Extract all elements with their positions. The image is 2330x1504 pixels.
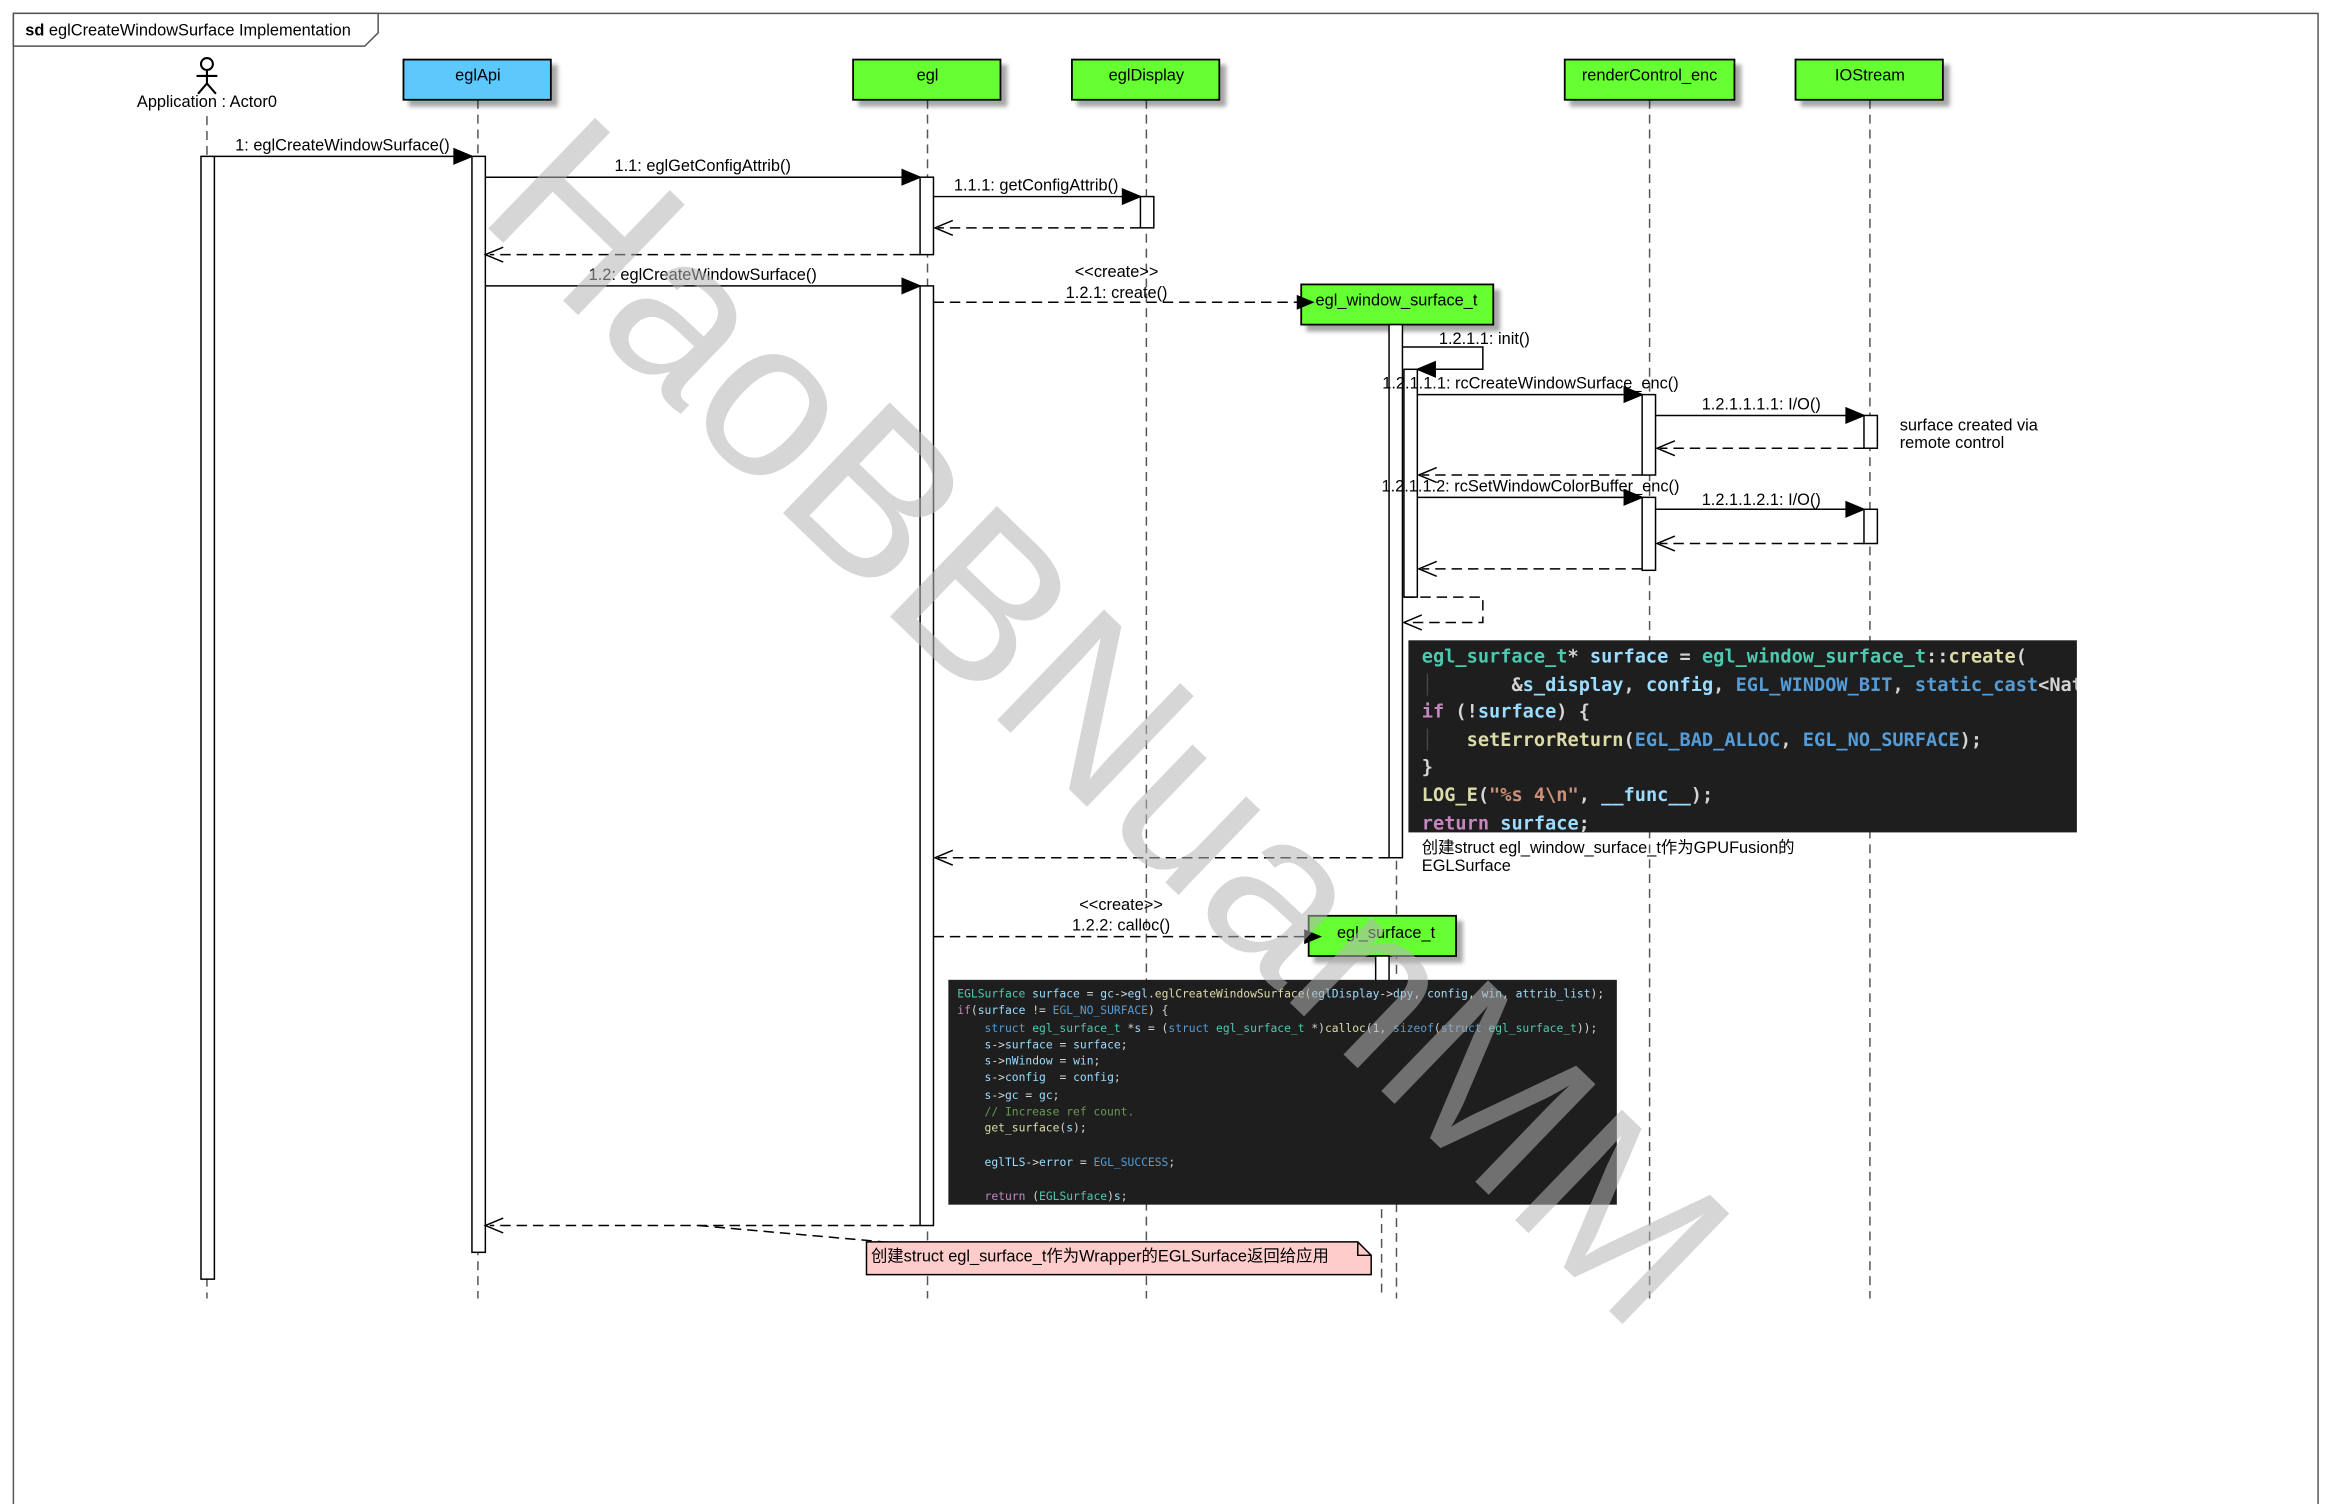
participant-eglApi-label: eglApi: [455, 66, 500, 84]
wrapper-note-text: 创建struct egl_surface_t作为Wrapper的EGLSurfa…: [871, 1246, 1329, 1265]
code2-line-12: [957, 1171, 1617, 1188]
participant-egl-label: egl: [917, 66, 939, 84]
code-wrapper-surface: EGLSurface surface = gc->egl.eglCreateWi…: [948, 979, 1617, 1205]
wrapper-note: [865, 1241, 1372, 1276]
activation-IOStream-2: [1863, 508, 1879, 545]
code1-line-3: if (!surface) {: [1421, 700, 1590, 723]
activation-egl-2: [919, 285, 935, 1227]
participant-renderControl[interactable]: [1563, 58, 1736, 101]
code2-line-10: [957, 1137, 1617, 1154]
note-window-surface-line1: 创建struct egl_window_surface_t作为GPUFusion…: [1422, 839, 1795, 857]
code1-line-4: │ setErrorReturn(EGL_BAD_ALLOC, EGL_NO_S…: [1421, 727, 1983, 751]
activation-eglDisplay: [1139, 195, 1155, 229]
msg-label-1-2-1: 1.2.1: create(): [1066, 284, 1168, 302]
code2-line-5: s->nWindow = win;: [984, 1054, 1101, 1068]
code1-line-5: }: [1421, 755, 1434, 778]
code2-line-6: s->config = config;: [984, 1071, 1121, 1085]
code2-line-2: if(surface != EGL_NO_SURFACE) {: [957, 1004, 1169, 1018]
participant-eglApi[interactable]: [402, 58, 552, 101]
activation-renderControl-2: [1641, 496, 1657, 572]
msg-label-1-2-2-stereotype: <<create>>: [1079, 896, 1163, 914]
msg-label-1-2-1-stereotype: <<create>>: [1075, 263, 1159, 281]
code2-line-4: s->surface = surface;: [984, 1037, 1128, 1052]
activation-IOStream-1: [1863, 414, 1879, 449]
code2-line-11: eglTLS->error = EGL_SUCCESS;: [984, 1155, 1176, 1169]
participant-eglDisplay[interactable]: [1071, 58, 1221, 101]
code2-line-7: s->gc = gc;: [984, 1088, 1060, 1102]
msg-label-1: 1: eglCreateWindowSurface(): [235, 136, 450, 154]
code2-line-9: get_surface(s);: [984, 1121, 1087, 1136]
participant-IOStream[interactable]: [1794, 58, 1944, 101]
participant-renderControl-label: renderControl_enc: [1582, 66, 1718, 84]
code1-line-2: │ &s_display, config, EGL_WINDOW_BIT, st…: [1421, 672, 2077, 695]
msg-label-1-1-1: 1.1.1: getConfigAttrib(): [954, 177, 1119, 195]
actor-label: Application : Actor0: [137, 93, 277, 111]
msg-label-1-2-1-1: 1.2.1.1: init(): [1439, 330, 1530, 348]
participant-egl-surface-label: egl_surface_t: [1337, 924, 1436, 942]
note-connector: [698, 1224, 901, 1245]
frame-title: eglCreateWindowSurface Implementation: [49, 22, 351, 40]
code2-line-13: return (EGLSurface)s;: [984, 1189, 1128, 1203]
msg-label-1-2-1-1-2: 1.2.1.1.2: rcSetWindowColorBuffer_enc(): [1382, 477, 1680, 495]
msg-label-1-1: 1.1: eglGetConfigAttrib(): [615, 157, 791, 175]
activation-actor: [200, 155, 216, 1280]
diagram-frame: [12, 12, 2319, 1504]
note-surface-created-line1: surface created via: [1900, 416, 2039, 434]
actor-icon: [196, 57, 218, 95]
return-init: [1403, 596, 1484, 624]
note-window-surface-line2: EGLSurface: [1422, 857, 1511, 875]
activation-eglApi: [471, 155, 487, 1254]
code2-line-1: EGLSurface surface = gc->egl.eglCreateWi…: [957, 987, 1605, 1001]
msg-arrow-1-2-1-1: [1402, 346, 1484, 371]
note-surface-created-line2: remote control: [1900, 434, 2005, 452]
svg-text:sd eglCreateWindowSurface Impl: sd eglCreateWindowSurface Implementation: [25, 22, 350, 40]
frame-tab: [12, 12, 379, 47]
code2-line-3: struct egl_surface_t *s = (struct egl_su…: [984, 1020, 1598, 1035]
msg-label-1-2-1-1-1-1: 1.2.1.1.1.1: I/O(): [1702, 396, 1821, 414]
activation-window-surface: [1388, 323, 1404, 859]
code2-line-8: // Increase ref count.: [984, 1105, 1135, 1119]
msg-label-1-2-1-1-1: 1.2.1.1.1: rcCreateWindowSurface_enc(): [1382, 375, 1678, 393]
participant-eglDisplay-label: eglDisplay: [1109, 66, 1185, 84]
participant-egl[interactable]: [852, 58, 1002, 101]
activation-egl-1: [919, 176, 935, 256]
code1-line-7: return surface;: [1421, 810, 1590, 833]
msg-label-1-2-1-1-2-1: 1.2.1.1.2.1: I/O(): [1702, 491, 1821, 509]
code-window-surface-create: egl_surface_t* surface = egl_window_surf…: [1408, 640, 2077, 833]
msg-label-1-2-2: 1.2.2: calloc(): [1072, 917, 1170, 935]
code1-line-6: LOG_E("%s 4\n", __func__);: [1421, 783, 1714, 806]
activation-renderControl-1: [1641, 393, 1657, 476]
participant-egl-window-surface[interactable]: [1300, 283, 1495, 326]
code1-line-1: egl_surface_t* surface = egl_window_surf…: [1421, 644, 2027, 668]
msg-label-1-2: 1.2: eglCreateWindowSurface(): [589, 266, 817, 284]
participant-IOStream-label: IOStream: [1835, 66, 1905, 84]
participant-egl-window-surface-label: egl_window_surface_t: [1316, 291, 1478, 309]
frame-kind: sd: [25, 22, 44, 40]
